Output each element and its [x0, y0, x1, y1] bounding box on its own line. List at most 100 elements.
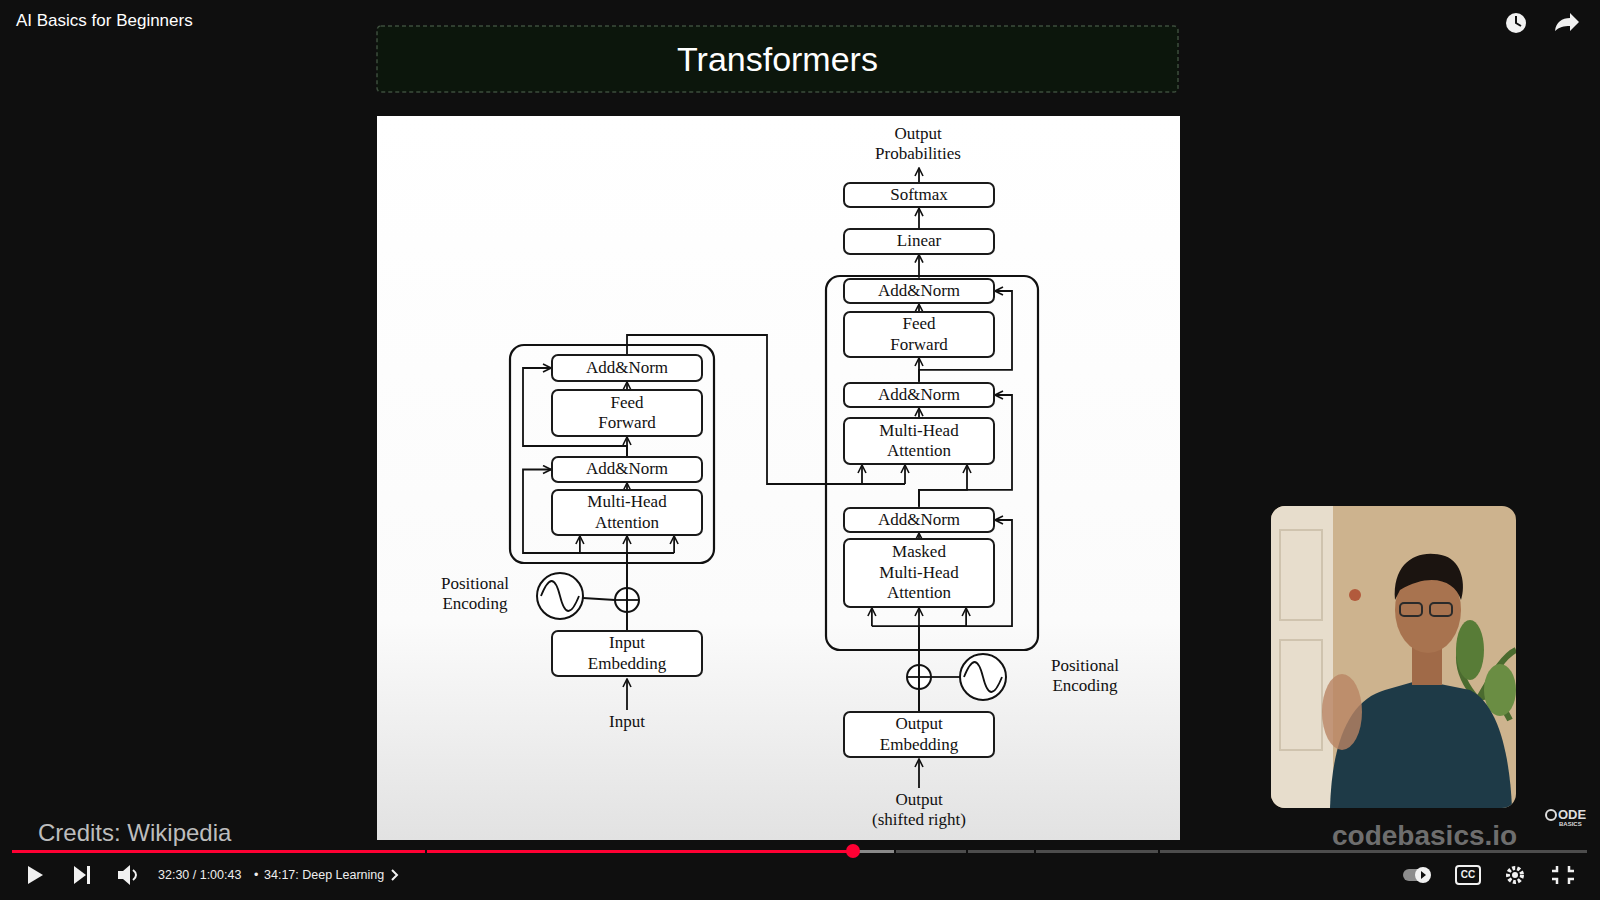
logo-subtext: BASICS [1559, 821, 1582, 828]
connector-line [871, 608, 873, 626]
plant-leaf [1456, 620, 1484, 680]
connector-line [579, 536, 581, 553]
layer-box: Feed Forward [551, 389, 703, 437]
connector-line [918, 608, 920, 626]
output-label: Output Probabilities [868, 124, 968, 165]
connector-line [919, 465, 967, 507]
input-arrow [626, 679, 628, 710]
next-icon [74, 866, 86, 884]
volume-wave [133, 870, 136, 880]
data-flow-arrow [919, 208, 920, 228]
layer-label: Softmax [890, 185, 948, 205]
layer-label: Feed Forward [884, 314, 954, 355]
sine-link [583, 598, 615, 600]
captions-button [1456, 866, 1480, 884]
settings-gear [1508, 868, 1522, 882]
clock-icon [1506, 13, 1526, 33]
layer-label: Add&Norm [586, 358, 668, 378]
layer-box: Output Embedding [843, 711, 995, 758]
data-flow-arrow [919, 408, 920, 417]
data-flow-arrow [919, 304, 920, 311]
watermark: codebasics.io [1332, 819, 1517, 853]
time-display: 32:30 / 1:00:43 [158, 868, 241, 883]
settings-hub [1512, 872, 1518, 878]
layer-label: Multi-Head Attention [582, 492, 672, 533]
exit-fullscreen-icon [1552, 866, 1574, 884]
sine-wave [964, 662, 1002, 692]
diagram-panel [377, 116, 1180, 840]
credit-note: Credits: Wikipedia [38, 819, 231, 848]
presenter-hand [1322, 674, 1362, 750]
slide-title: Transformers [677, 40, 878, 79]
door-panel [1280, 640, 1322, 750]
input-label: Input [597, 712, 657, 732]
connector-line [673, 536, 675, 553]
connector-line [626, 536, 628, 553]
encoder-frame [510, 345, 714, 563]
data-flow-arrow [919, 255, 920, 278]
wall-ornament [1349, 589, 1361, 601]
layer-box: Add&Norm [843, 278, 995, 304]
data-flow-arrow [627, 382, 628, 389]
layer-label: Masked Multi-Head Attention [874, 542, 964, 603]
clock-hands [1516, 16, 1521, 26]
layer-label: Feed Forward [592, 393, 662, 434]
layer-label: Multi-Head Attention [874, 421, 964, 462]
logo-mark [1546, 810, 1556, 820]
connector-line [861, 465, 863, 484]
layer-label: Linear [897, 231, 941, 251]
presenter-hair [1395, 554, 1463, 600]
video-title: AI Basics for Beginners [16, 11, 193, 31]
separator: • [254, 868, 258, 883]
layer-box: Add&Norm [843, 382, 995, 408]
share-icon [1555, 13, 1579, 31]
sine-wave [541, 581, 579, 611]
autoplay-play [1421, 871, 1426, 879]
layer-box: Add&Norm [551, 456, 703, 483]
door [1271, 506, 1333, 808]
presenter-glasses [1400, 603, 1422, 616]
output-arrow [918, 168, 920, 182]
presenter-glasses [1430, 603, 1452, 616]
wall [1271, 506, 1516, 808]
layer-box: Linear [843, 228, 995, 254]
sine-symbol [537, 573, 583, 619]
connector-line [904, 465, 906, 484]
connector-line [626, 382, 628, 389]
layer-box: Softmax [843, 182, 995, 208]
chapter-gap [1158, 849, 1160, 854]
progress-knob [846, 844, 860, 858]
layer-box: Add&Norm [551, 354, 703, 382]
data-flow-arrow [919, 465, 967, 507]
layer-box: Input Embedding [551, 630, 703, 677]
layer-box: Multi-Head Attention [551, 489, 703, 536]
chapter-gap [894, 849, 896, 854]
layer-label: Input Embedding [582, 633, 672, 674]
decoder-frame [826, 276, 1038, 650]
chevron-icon [392, 870, 397, 880]
play-icon [28, 866, 43, 884]
autoplay-knob [1415, 867, 1431, 883]
layer-label: Add&Norm [586, 459, 668, 479]
connector-line [918, 408, 920, 417]
output-label: Output (shifted right) [870, 790, 968, 831]
layer-box: Add&Norm [843, 507, 995, 533]
layer-box: Masked Multi-Head Attention [843, 538, 995, 608]
encoding-label: Positional Encoding [1040, 656, 1130, 697]
next-icon-bar [87, 866, 90, 884]
captions-label: CC [1457, 869, 1479, 881]
logo-text: ODE [1558, 807, 1586, 823]
layer-label: Add&Norm [878, 281, 960, 301]
slide-title-box [377, 26, 1178, 92]
chapter-gap [1034, 849, 1036, 854]
input-arrow [918, 759, 920, 788]
volume-icon [118, 865, 130, 885]
presenter-inset [1271, 506, 1516, 808]
slide-title-box: Transformers [377, 26, 1178, 92]
layer-label: Add&Norm [878, 510, 960, 530]
layer-label: Add&Norm [878, 385, 960, 405]
connector-line [918, 255, 920, 278]
